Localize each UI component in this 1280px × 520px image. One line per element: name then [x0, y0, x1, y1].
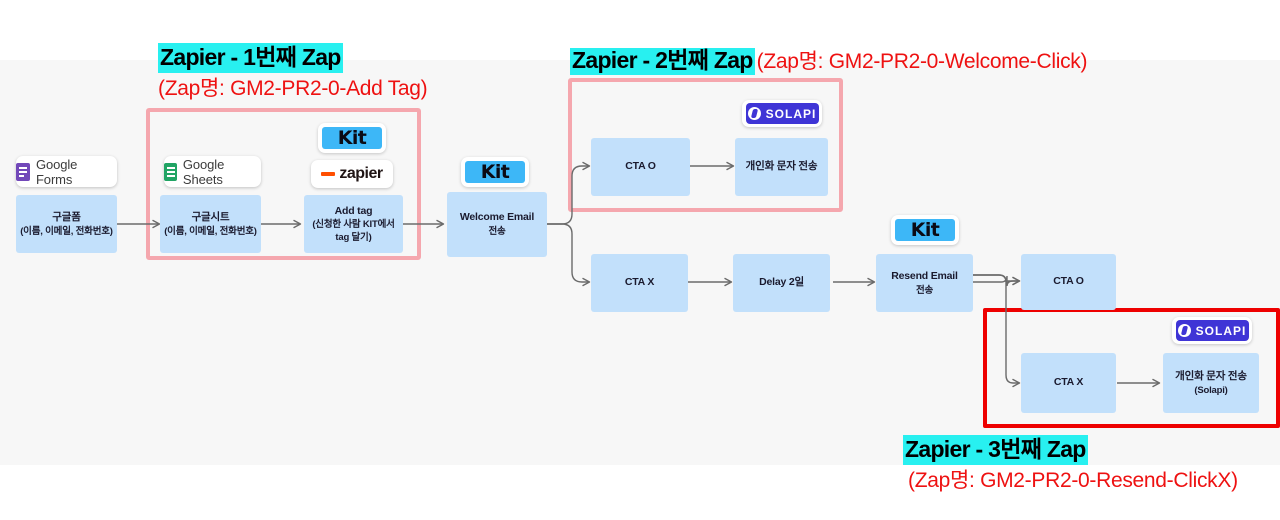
node-welcome-email-sub: 전송 [488, 226, 506, 238]
solapi-icon [747, 107, 761, 120]
solapi-logo-badge-bottom: SOLAPI [1175, 320, 1249, 341]
solapi-logo-chip-top: SOLAPI [742, 100, 822, 127]
kit-logo-chip-welcome: Kit [461, 157, 529, 187]
zapier-logo-chip: zapier [311, 160, 393, 188]
solapi-logo-label-bottom: SOLAPI [1195, 323, 1247, 338]
kit-logo-chip-addtag: Kit [318, 123, 386, 153]
node-cta-x-bottom[interactable]: CTA X [1021, 353, 1116, 413]
node-add-tag[interactable]: Add tag (신청한 사람 KIT에서 tag 달기) [304, 195, 403, 253]
zapier-logo-label: zapier [339, 165, 383, 182]
kit-logo-label-welcome: Kit [480, 161, 510, 183]
node-delay[interactable]: Delay 2일 [733, 254, 830, 312]
node-google-sheet-sub: (이름, 이메일, 전화번호) [164, 225, 257, 237]
zap3-highlight-label: Zapier - 3번째 Zap [903, 435, 1088, 465]
zap1-red-label: (Zap명: GM2-PR2-0-Add Tag) [158, 77, 428, 100]
node-resend-email-title: Resend Email [891, 269, 958, 282]
node-google-sheet-title: 구글시트 [191, 210, 230, 223]
node-sms-top-title: 개인화 문자 전송 [745, 160, 818, 173]
node-resend-email[interactable]: Resend Email 전송 [876, 254, 973, 312]
zap2-group-frame [568, 78, 843, 212]
node-cta-o-bottom[interactable]: CTA O [1021, 254, 1116, 310]
kit-logo-badge: Kit [322, 127, 382, 149]
node-sms-bottom-title: 개인화 문자 전송 [1175, 369, 1247, 382]
solapi-logo-chip-bottom: SOLAPI [1172, 317, 1252, 344]
zap2-red-label: (Zap명: GM2-PR2-0-Welcome-Click) [756, 50, 1088, 73]
zap2-highlight-label: Zapier - 2번째 Zap [570, 47, 755, 75]
node-cta-o-top-title: CTA O [625, 160, 656, 173]
node-google-sheet[interactable]: 구글시트 (이름, 이메일, 전화번호) [160, 195, 261, 253]
node-google-form-sub: (이름, 이메일, 전화번호) [20, 225, 113, 237]
google-forms-logo-chip: Google Forms [16, 156, 117, 187]
node-delay-title: Delay 2일 [759, 276, 804, 289]
kit-logo-chip-resend: Kit [891, 215, 959, 245]
google-forms-label: Google Forms [35, 156, 78, 187]
google-forms-icon [16, 162, 30, 181]
solapi-icon [1177, 324, 1191, 337]
zap1-group-frame [146, 108, 421, 260]
node-sms-top[interactable]: 개인화 문자 전송 [735, 138, 828, 196]
kit-logo-badge-welcome: Kit [465, 161, 525, 183]
google-sheets-icon [164, 162, 177, 181]
google-sheets-logo-chip: Google Sheets [164, 156, 261, 187]
annotation-zap2: Zapier - 2번째 Zap (Zap명: GM2-PR2-0-Welcom… [570, 48, 1087, 75]
node-welcome-email-title: Welcome Email [459, 211, 535, 223]
solapi-logo-badge-top: SOLAPI [745, 103, 819, 124]
node-google-form-title: 구글폼 [52, 210, 81, 223]
kit-logo-label: Kit [337, 127, 367, 149]
node-add-tag-sub: (신청한 사람 KIT에서 tag 달기) [312, 218, 395, 243]
node-cta-x-mid[interactable]: CTA X [591, 254, 688, 312]
node-google-form[interactable]: 구글폼 (이름, 이메일, 전화번호) [16, 195, 117, 253]
node-resend-email-sub: 전송 [915, 284, 934, 296]
node-add-tag-title: Add tag [334, 204, 373, 217]
node-cta-o-top[interactable]: CTA O [591, 138, 690, 196]
kit-logo-label-resend: Kit [910, 219, 940, 241]
annotation-zap3: Zapier - 3번째 Zap (Zap명: GM2-PR2-0-Resend… [903, 435, 1238, 492]
zapier-dash-icon [321, 172, 336, 176]
zap3-red-label: (Zap명: GM2-PR2-0-Resend-ClickX) [908, 469, 1238, 492]
solapi-logo-label-top: SOLAPI [765, 106, 817, 121]
node-cta-x-mid-title: CTA X [624, 276, 655, 289]
node-welcome-email[interactable]: Welcome Email 전송 [447, 192, 547, 257]
google-sheets-label: Google Sheets [182, 156, 225, 187]
annotation-zap1: Zapier - 1번째 Zap (Zap명: GM2-PR2-0-Add Ta… [158, 43, 428, 100]
node-sms-bottom-sub: (Solapi) [1194, 384, 1228, 396]
zap1-highlight-label: Zapier - 1번째 Zap [158, 43, 343, 73]
node-cta-o-bottom-title: CTA O [1053, 275, 1084, 288]
node-sms-bottom[interactable]: 개인화 문자 전송 (Solapi) [1163, 353, 1259, 413]
kit-logo-badge-resend: Kit [895, 219, 955, 241]
node-cta-x-bottom-title: CTA X [1053, 376, 1084, 389]
